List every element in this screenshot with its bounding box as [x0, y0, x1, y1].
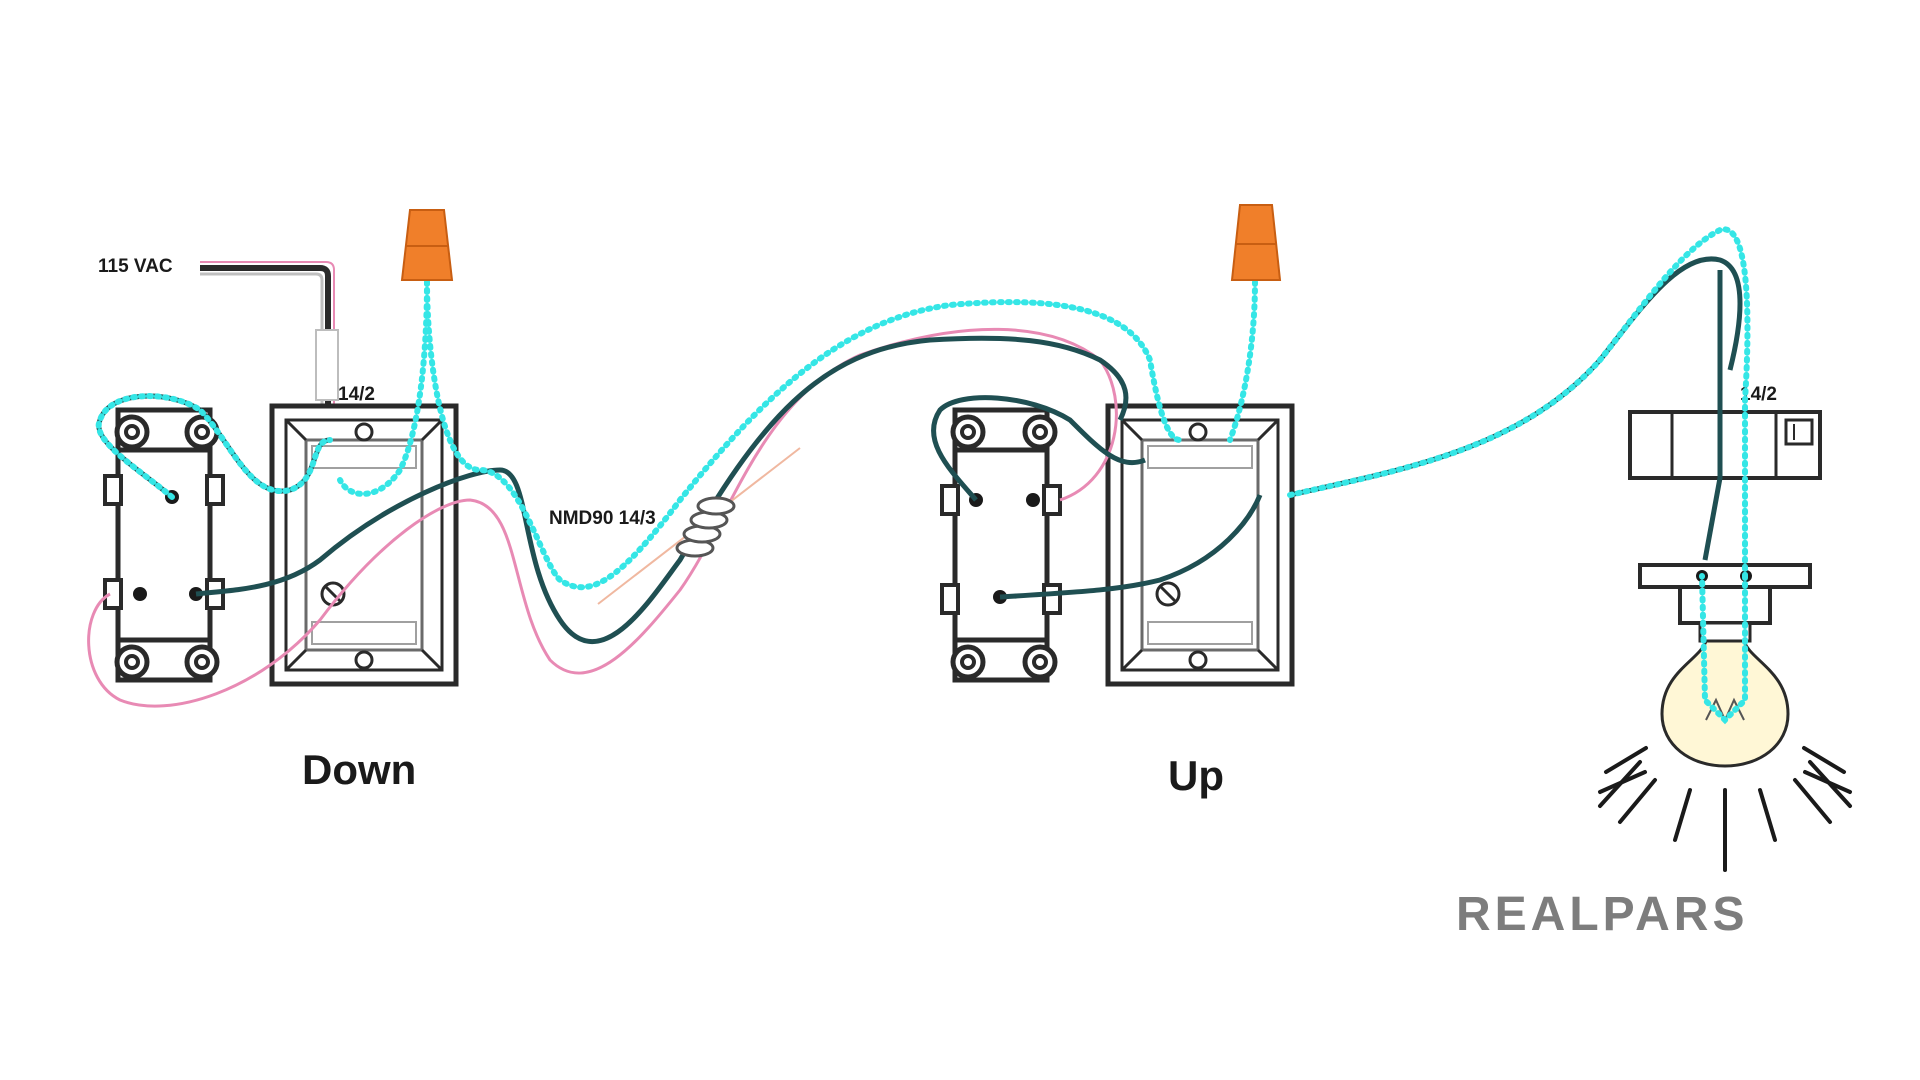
energized-wires [95, 226, 1751, 725]
wire-nut-left [400, 209, 454, 281]
left-switch [103, 407, 225, 683]
realpars-logo: REALPARS [1456, 888, 1748, 941]
middle-cable-label: NMD90 14/3 [549, 508, 656, 529]
supply-voltage-label: 115 VAC [98, 256, 173, 277]
junction-box [1628, 410, 1822, 480]
right-cable-label: 14/2 [1740, 384, 1777, 405]
left-switch-state-label: Down [302, 746, 416, 793]
right-electrical-box [1105, 403, 1295, 687]
lamp-holder-icon [1638, 563, 1812, 643]
left-cable-label: 14/2 [338, 384, 375, 405]
right-switch [940, 407, 1062, 683]
light-rays [1598, 746, 1852, 872]
right-switch-state-label: Up [1168, 752, 1224, 799]
cable-clamp [675, 496, 736, 558]
supply-cable [200, 261, 339, 420]
light-bulb-icon [1660, 639, 1790, 768]
wire-nut-right [1230, 204, 1282, 281]
